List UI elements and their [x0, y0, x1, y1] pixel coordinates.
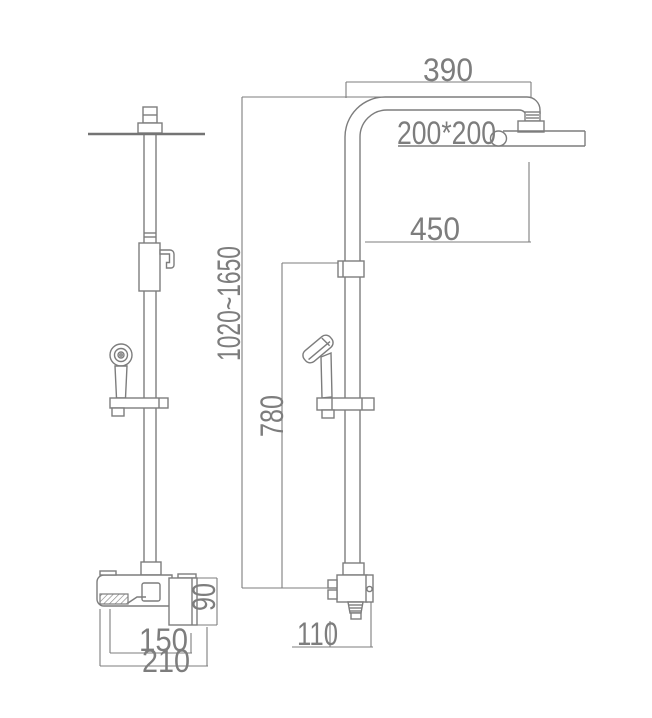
spout-underside [127, 596, 146, 604]
riser-inner-edge [359, 109, 528, 563]
dim-150-label: 150 [139, 622, 188, 658]
front-view: 390 200*200 450 1020~1650 780 11 [211, 52, 586, 652]
slide-bar-holder-front [316, 397, 375, 411]
spout-hatch [99, 593, 129, 605]
handle-strip-front [365, 574, 374, 603]
dim-450: 450 [365, 162, 531, 247]
hand-shower-handle [320, 351, 333, 399]
shower-head-plate [398, 130, 586, 147]
hand-shower-head-side [109, 343, 133, 367]
head-neck [524, 111, 541, 122]
dim-780-label: 780 [254, 395, 290, 437]
slide-bar-holder-side [109, 397, 169, 409]
hose-outlet-tip [350, 612, 362, 620]
dim-1020-1650-label: 1020~1650 [211, 246, 247, 361]
mixer-body-front [336, 574, 368, 603]
dim-110-label: 110 [297, 616, 338, 652]
hanger-hook [159, 249, 175, 269]
hand-shower-face-dot [119, 353, 123, 357]
head-plate-rounded-end [489, 130, 508, 147]
dim-390: 390 [345, 52, 532, 98]
mixer-top-tab [99, 570, 117, 576]
riser-union-nut-side [140, 561, 162, 576]
dim-90: 90 [186, 577, 222, 626]
hand-shower-front [302, 334, 375, 419]
handle-screw [366, 585, 373, 593]
holder-knob-front [321, 409, 335, 419]
holder-knob-side [111, 407, 125, 417]
dim-210-label: 210 [142, 643, 190, 679]
dim-200x200-label: 200*200 [397, 115, 496, 151]
dim-150-210: 150 210 [99, 609, 208, 679]
dim-90-label: 90 [186, 583, 222, 611]
inlet-tab [327, 589, 338, 600]
dim-780: 780 [254, 262, 338, 588]
dim-total-height: 1020~1650 [211, 96, 385, 589]
dim-390-label: 390 [423, 52, 473, 88]
riser-union-nut-front [342, 562, 365, 576]
hand-shower-handle-side [114, 365, 128, 399]
mixer-front [327, 562, 374, 620]
hand-shower-face-center [117, 351, 125, 359]
diverter-connector [337, 260, 365, 278]
riser-outer-edge [344, 96, 541, 563]
slider-bracket [138, 242, 161, 292]
head-connector-block [517, 120, 545, 133]
hand-shower-face-ring [113, 347, 129, 363]
diverter-knob-side [141, 582, 161, 602]
inlet-tab [327, 579, 338, 589]
dim-450-label: 450 [410, 211, 460, 247]
side-view: 90 150 210 [88, 106, 222, 679]
head-swivel-flange [137, 122, 163, 134]
dim-110: 110 [292, 602, 373, 652]
